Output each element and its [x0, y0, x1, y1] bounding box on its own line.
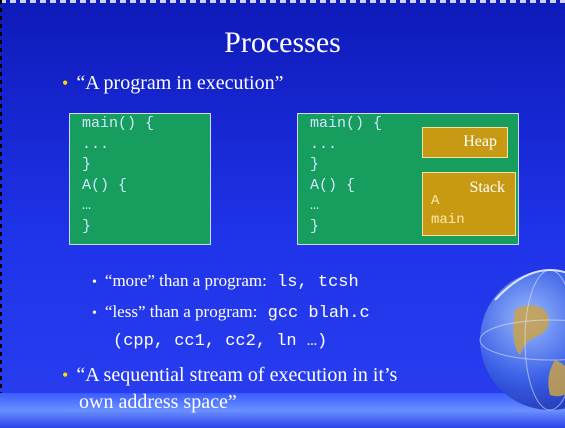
sub-bullet-text: “less” than a program:	[104, 302, 258, 321]
top-border	[0, 0, 565, 3]
bullet-dot: •	[62, 365, 69, 385]
sub-bullet-dot: •	[92, 306, 97, 321]
sub-bullet-dot: •	[92, 275, 97, 290]
code-listing-program: main() { ... } A() { … }	[82, 115, 155, 235]
stack-label: Stack	[469, 179, 505, 196]
bullet-sequential-stream-cont: own address space”	[79, 391, 237, 413]
left-border	[0, 0, 2, 428]
sub-bullet-text: “more” than a program:	[104, 271, 267, 290]
stack-frame-a: A	[431, 193, 440, 209]
code-listing-process: main() { ... } A() { … }	[310, 115, 383, 235]
heap-box: Heap	[422, 127, 508, 158]
bullet-dot: •	[62, 73, 69, 93]
sub-bullet-more: • “more” than a program: ls, tcsh	[92, 271, 359, 292]
stack-box: Stack A main	[422, 172, 516, 236]
heap-label: Heap	[463, 133, 497, 150]
code-box-process: main() { ... } A() { … } Heap Stack A ma…	[297, 113, 519, 245]
sub-bullet-less: • “less” than a program: gcc blah.c	[92, 302, 370, 323]
footer-band	[0, 393, 565, 428]
code-box-program: main() { ... } A() { … }	[69, 113, 211, 245]
bullet-text: “A program in execution”	[76, 72, 284, 94]
sub-bullet-code: ls, tcsh	[277, 273, 359, 292]
slide-title: Processes	[224, 26, 341, 59]
sub-bullet-code: gcc blah.c	[267, 304, 370, 323]
stack-frame-main: main	[431, 212, 465, 228]
bullet-text: “A sequential stream of execution in it’…	[76, 364, 398, 386]
bullet-sequential-stream: • “A sequential stream of execution in it…	[62, 364, 397, 387]
bullet-program-execution: • “A program in execution”	[62, 72, 283, 95]
sub-bullet-continuation: (cpp, cc1, cc2, ln …)	[113, 332, 328, 351]
globe-icon	[479, 269, 565, 411]
